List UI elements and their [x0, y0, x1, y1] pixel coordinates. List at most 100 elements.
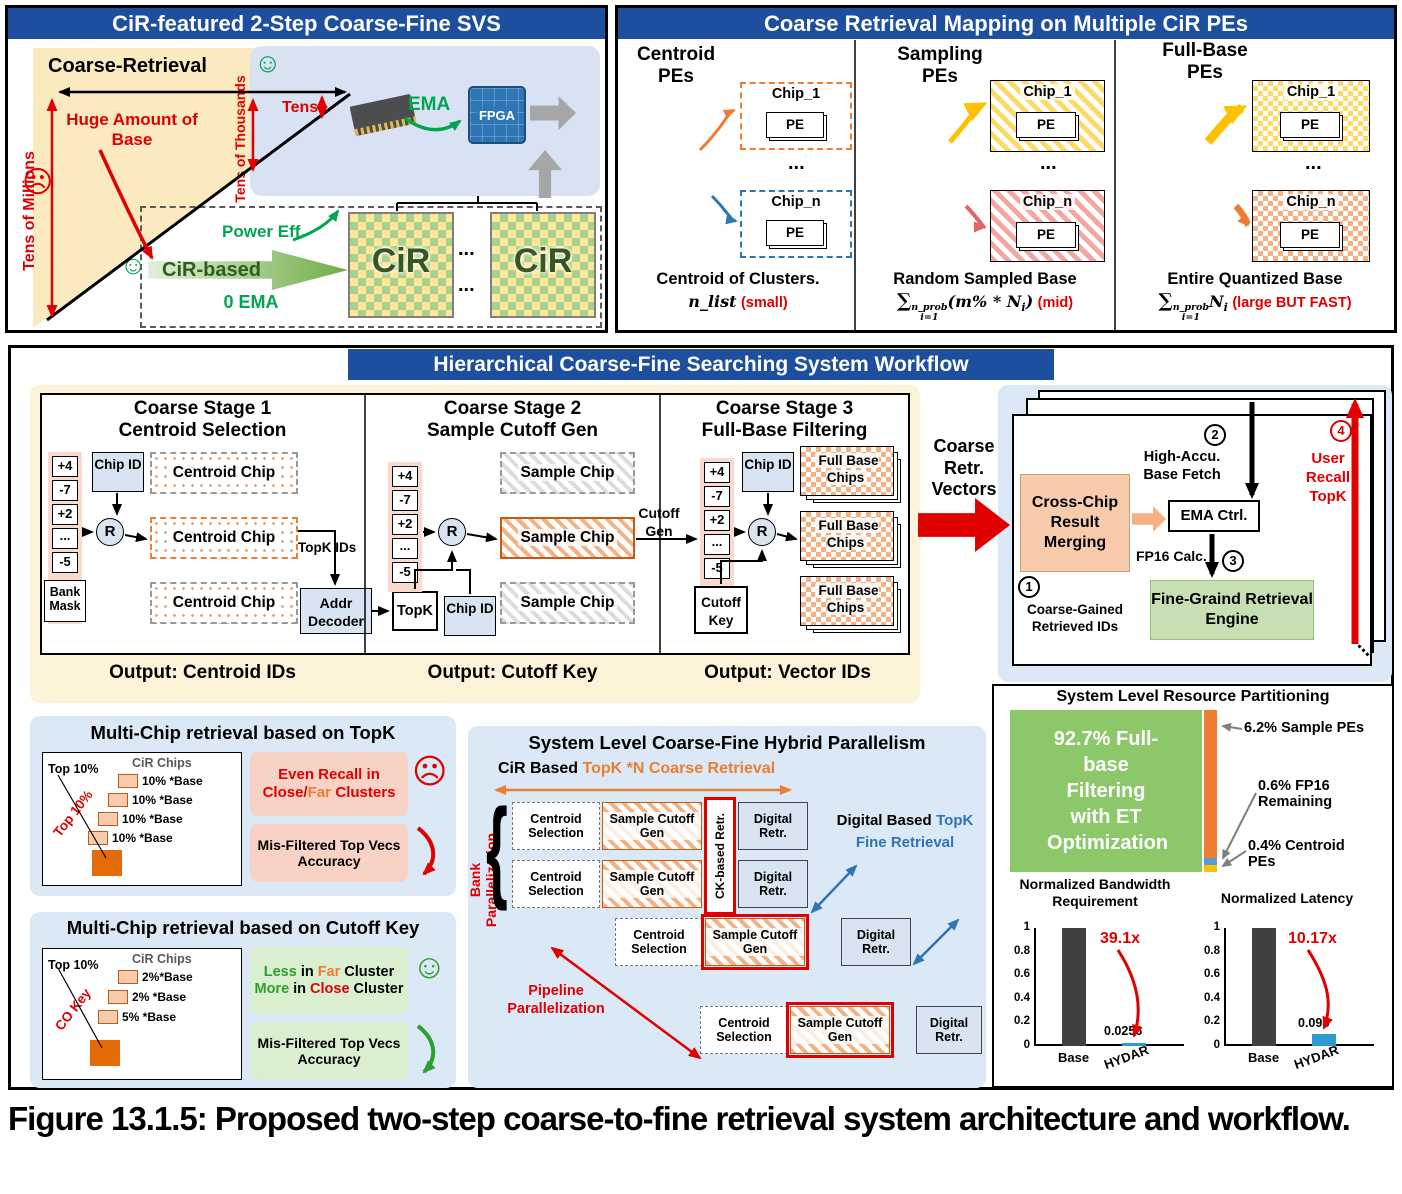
- ck-staircase-row4: [786, 1002, 894, 1058]
- stage1-output: Output: Centroid IDs: [109, 662, 296, 683]
- fpga-icon: FPGA: [468, 86, 526, 144]
- cluster-word: Cluster: [344, 963, 395, 980]
- centroid-chip1-pe: PE: [766, 112, 824, 138]
- bank-value: +2: [52, 504, 78, 525]
- sample-cutoff-gen-box: Sample Cutoff Gen: [705, 918, 805, 966]
- x-label-base: Base: [1058, 1050, 1090, 1065]
- sampling-chipn-pe: PE: [1016, 222, 1076, 248]
- digital-retr-box: Digital Retr.: [738, 860, 808, 908]
- cir-dots-2: ...: [458, 274, 475, 296]
- bank-value: +4: [704, 462, 730, 483]
- step-2-badge: 2: [1204, 424, 1226, 446]
- bank-value: ...: [704, 534, 730, 555]
- full-base-chips-label: Full Base Chips: [815, 583, 879, 615]
- in-word: in: [300, 963, 314, 980]
- cir-chip-2-label: CiR: [513, 242, 573, 280]
- sample-chip-box-1: Sample Chip: [500, 452, 635, 494]
- cross-chip-merging-box: Cross-Chip Result Merging: [1020, 474, 1130, 572]
- sampling-dots: ...: [1040, 152, 1057, 174]
- centroid-pes-label: 0.4% Centroid PEs: [1248, 838, 1345, 870]
- y-tick: 0: [1023, 1039, 1030, 1051]
- base-share-label: 2% *Base: [132, 990, 187, 1004]
- figure-caption: Figure 13.1.5: Proposed two-step coarse-…: [8, 1100, 1351, 1137]
- cutoff-panel-title: Multi-Chip retrieval based on Cutoff Key: [66, 917, 420, 938]
- bank-value: +2: [704, 510, 730, 531]
- topk-panel-title: Multi-Chip retrieval based on TopK: [90, 722, 396, 743]
- fullbase-sigma-sub: i=1: [1181, 311, 1200, 323]
- sample-chip-label: Sample Chip: [517, 594, 618, 611]
- digital-based-word: Digital Based: [836, 812, 932, 829]
- chip-pad: [118, 970, 138, 984]
- sampling-formula-post: ): [1025, 292, 1034, 311]
- full-base-chips-stack-1: Full Base Chips: [800, 446, 894, 496]
- close-word: Close: [310, 980, 350, 997]
- digital-retr-box: Digital Retr.: [916, 1006, 982, 1054]
- bank-value: -5: [704, 558, 730, 579]
- sad-face-icon: ☹: [22, 166, 54, 199]
- bandwidth-base-bar: [1062, 928, 1086, 1046]
- latency-chart-axes: [1224, 928, 1374, 1046]
- topk-box: TopK: [392, 591, 438, 631]
- digital-retr-box: Digital Retr.: [738, 802, 808, 850]
- workflow-banner: Hierarchical Coarse-Fine Searching Syste…: [348, 349, 1054, 380]
- centroid-partition-sliver: [1204, 865, 1217, 872]
- sample-chip-label: Sample Chip: [517, 464, 618, 481]
- scg-label: Sample Cutoff Gen: [603, 812, 701, 840]
- topk-ids-label: TopK IDs: [298, 540, 357, 555]
- cir-based-word: CiR Based: [498, 760, 579, 777]
- even-recall-text: Even Recall in: [278, 766, 380, 783]
- cir-based-coarse-line: CiR Based TopK *N Coarse Retrieval: [498, 760, 898, 778]
- chip-pad: [88, 831, 108, 845]
- sample-chip-label: Sample Chip: [517, 529, 618, 546]
- stage2-chip-id-box: Chip ID: [444, 596, 496, 636]
- less-word: Less: [263, 963, 297, 980]
- centroid-chip-box-1: Centroid Chip: [150, 452, 298, 494]
- stage3-title: Coarse Stage 3: [715, 398, 854, 419]
- fullbase-sigma: ∑: [1158, 290, 1173, 312]
- topk-note-1: Even Recall in Close/Far Clusters: [250, 752, 408, 816]
- chip-pad: [98, 812, 118, 826]
- centroid-selection-box: Centroid Selection: [512, 860, 600, 908]
- sampling-formula-pre: (m% * N: [947, 292, 1022, 311]
- base-share-label: 10% *Base: [142, 774, 203, 788]
- bank-value: -5: [52, 552, 78, 573]
- power-eff-label: Power Eff.: [222, 222, 306, 241]
- sampling-sigma-sub: i=1: [920, 311, 939, 323]
- fullbase-partition-label: 92.7% Full-base Filtering with ET Optimi…: [1047, 728, 1169, 854]
- chip-pad: [108, 990, 128, 1004]
- fullbase-chipn-pe: PE: [1280, 222, 1340, 248]
- cir-dots-1: ...: [458, 238, 475, 260]
- bank-value: ...: [52, 528, 78, 549]
- fullbase-formula-pre: N: [1209, 292, 1224, 311]
- fullbase-chipn-label: Chip_n: [1283, 194, 1339, 210]
- centroid-chipn-pe: PE: [766, 220, 824, 246]
- stage1-subtitle: Centroid Selection: [118, 420, 287, 441]
- sample-cutoff-gen-box: Sample Cutoff Gen: [602, 860, 702, 908]
- fullbase-dots: ...: [1305, 152, 1322, 174]
- step-3-badge: 3: [1222, 550, 1244, 572]
- y-tick: 0.2: [1204, 1015, 1220, 1027]
- latency-hydar-bar: [1312, 1034, 1336, 1046]
- bank-value: -7: [392, 490, 418, 511]
- y-tick: 0.6: [1204, 968, 1220, 980]
- bank-value: ...: [392, 538, 418, 559]
- far-word: Far: [317, 963, 341, 980]
- base-share-label: 10% *Base: [132, 793, 193, 807]
- centroid-chip-box-3: Centroid Chip: [150, 582, 298, 624]
- centroid-chip-box-2: Centroid Chip: [150, 517, 298, 559]
- sample-chip-box-2: Sample Chip: [500, 517, 635, 559]
- base-share-label: 5% *Base: [122, 1010, 177, 1024]
- cluster-word: Cluster: [353, 980, 404, 997]
- happy-face-icon: ☺: [254, 48, 282, 78]
- sampling-caption: Random Sampled Base: [893, 270, 1077, 288]
- cir-chip-1-label: CiR: [371, 242, 431, 280]
- centroid-chipn-label: Chip_n: [771, 194, 821, 210]
- huge-amount-label: Huge Amount of Base: [66, 110, 198, 149]
- topk-top-label: Top 10%: [48, 762, 99, 776]
- cutoff-key-box: Cutoff Key: [694, 586, 748, 634]
- fullbase-chip1-label: Chip_1: [1283, 84, 1339, 100]
- fullbase-pes-heading: Full-Base PEs: [1162, 40, 1248, 83]
- y-tick: 0: [1213, 1039, 1220, 1051]
- sad-face-icon-2: ☹: [412, 753, 448, 791]
